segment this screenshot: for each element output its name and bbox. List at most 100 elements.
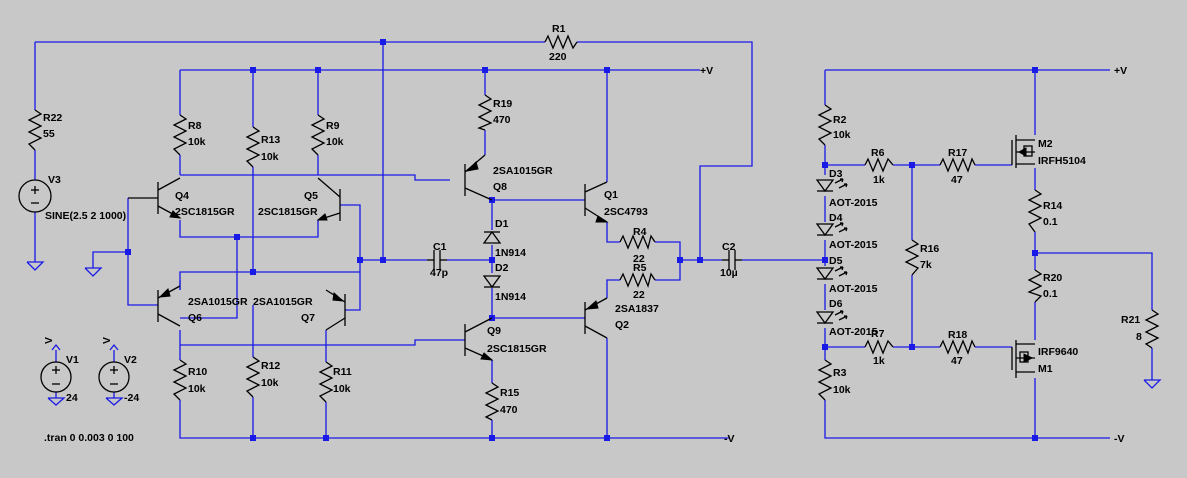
R8-value: 10k: [188, 136, 206, 148]
resistor-R6[interactable]: [864, 157, 894, 173]
Q4-name: Q4: [175, 190, 189, 202]
R21-value: 8: [1136, 331, 1142, 343]
transistor-Q6[interactable]: [157, 285, 181, 327]
resistor-R2[interactable]: [817, 104, 833, 146]
D4-value: AOT-2015: [829, 239, 878, 251]
led-D5[interactable]: [815, 266, 848, 281]
resistor-R20[interactable]: [1027, 269, 1043, 303]
R19-name: R19: [493, 98, 512, 110]
R1-value: 220: [549, 51, 567, 63]
R20-value: 0.1: [1043, 288, 1058, 300]
R11-value: 10k: [333, 383, 351, 395]
resistor-R21[interactable]: [1144, 309, 1160, 349]
R6-name: R6: [871, 147, 885, 159]
Q9-value: 2SC1815GR: [487, 343, 547, 355]
R9-value: 10k: [326, 136, 344, 148]
resistor-R1[interactable]: [544, 34, 578, 50]
net-label-neg-right: -V: [1114, 433, 1125, 445]
D5-value: AOT-2015: [829, 283, 878, 295]
led-D3[interactable]: [815, 178, 848, 193]
resistor-R8[interactable]: [172, 114, 188, 156]
R6-value: 1k: [873, 174, 885, 186]
source-V3[interactable]: [18, 179, 52, 213]
Q7-name: Q7: [301, 312, 315, 324]
R3-value: 10k: [833, 384, 851, 396]
Q8-name: Q8: [493, 181, 507, 193]
D2-value: 1N914: [495, 291, 526, 303]
transistor-Q1[interactable]: [584, 181, 609, 223]
R19-value: 470: [493, 114, 511, 126]
resistor-R19[interactable]: [477, 94, 493, 131]
Q4-value: 2SC1815GR: [175, 206, 235, 218]
resistor-R7[interactable]: [864, 339, 894, 355]
led-D4[interactable]: [815, 222, 848, 237]
diode-D2[interactable]: [482, 275, 502, 289]
resistor-R16[interactable]: [904, 239, 920, 276]
R11-name: R11: [333, 366, 352, 378]
R15-value: 470: [500, 404, 518, 416]
mosfet-M1[interactable]: [1011, 340, 1035, 378]
mosfet-M2[interactable]: [1011, 135, 1035, 168]
supply-pins: V V: [43, 337, 119, 351]
resistor-R5[interactable]: [619, 272, 656, 289]
R1-name: R1: [552, 23, 566, 35]
R10-name: R10: [188, 366, 207, 378]
D1-value: 1N914: [495, 247, 526, 259]
R17-name: R17: [948, 147, 967, 159]
D3-value: AOT-2015: [829, 197, 878, 209]
transistor-Q7[interactable]: [325, 289, 346, 331]
R21-name: R21: [1121, 314, 1140, 326]
transistor-Q8[interactable]: [464, 154, 493, 201]
R15-name: R15: [500, 387, 519, 399]
R5-value: 22: [633, 289, 645, 301]
resistor-R13[interactable]: [245, 126, 261, 168]
led-D6[interactable]: [815, 310, 848, 325]
v2-net-label: V: [101, 337, 113, 344]
V2-name: V2: [124, 354, 137, 366]
net-label-pos-top: +V: [700, 65, 713, 77]
C1-name: C1: [433, 241, 447, 253]
resistor-R17[interactable]: [939, 157, 976, 173]
resistor-R22[interactable]: [27, 109, 43, 151]
spice-directive: .tran 0 0.003 0 100: [44, 432, 134, 444]
R14-value: 0.1: [1043, 216, 1058, 228]
R7-name: R7: [871, 328, 885, 340]
resistor-R15[interactable]: [484, 382, 500, 421]
capacitor-C2[interactable]: [722, 250, 742, 270]
R22-value: 55: [43, 128, 55, 140]
R16-name: R16: [920, 243, 939, 255]
resistor-R4[interactable]: [619, 234, 656, 251]
D2-name: D2: [495, 262, 509, 274]
M2-value: IRFH5104: [1038, 155, 1086, 167]
M2-name: M2: [1038, 138, 1053, 150]
resistor-R12[interactable]: [245, 356, 261, 398]
V2-value: -24: [124, 392, 139, 404]
transistor-Q5[interactable]: [316, 177, 341, 221]
resistor-R11[interactable]: [318, 361, 334, 403]
transistor-Q9[interactable]: [464, 317, 494, 361]
source-V2[interactable]: [98, 361, 130, 393]
M1-value: IRF9640: [1038, 346, 1078, 358]
resistor-R10[interactable]: [172, 359, 188, 401]
Q5-value: 2SC1815GR: [258, 206, 318, 218]
V1-value: 24: [66, 392, 78, 404]
R5-name: R5: [633, 262, 647, 274]
capacitor-C1[interactable]: [427, 250, 447, 270]
transistor-Q2[interactable]: [584, 297, 608, 339]
ground-symbols: [26, 261, 1162, 406]
resistor-R14[interactable]: [1027, 189, 1043, 233]
source-V1[interactable]: [40, 361, 72, 393]
transistor-Q4[interactable]: [128, 177, 182, 219]
D4-name: D4: [829, 212, 843, 224]
R13-name: R13: [261, 134, 280, 146]
resistor-R3[interactable]: [817, 359, 833, 401]
C1-value: 47p: [430, 267, 448, 279]
D3-name: D3: [829, 168, 843, 180]
resistor-R9[interactable]: [310, 114, 326, 156]
R8-name: R8: [188, 120, 202, 132]
Q7-value: 2SA1015GR: [253, 296, 313, 308]
diode-D1[interactable]: [482, 230, 502, 244]
V1-name: V1: [66, 354, 79, 366]
resistor-R18[interactable]: [939, 339, 976, 355]
